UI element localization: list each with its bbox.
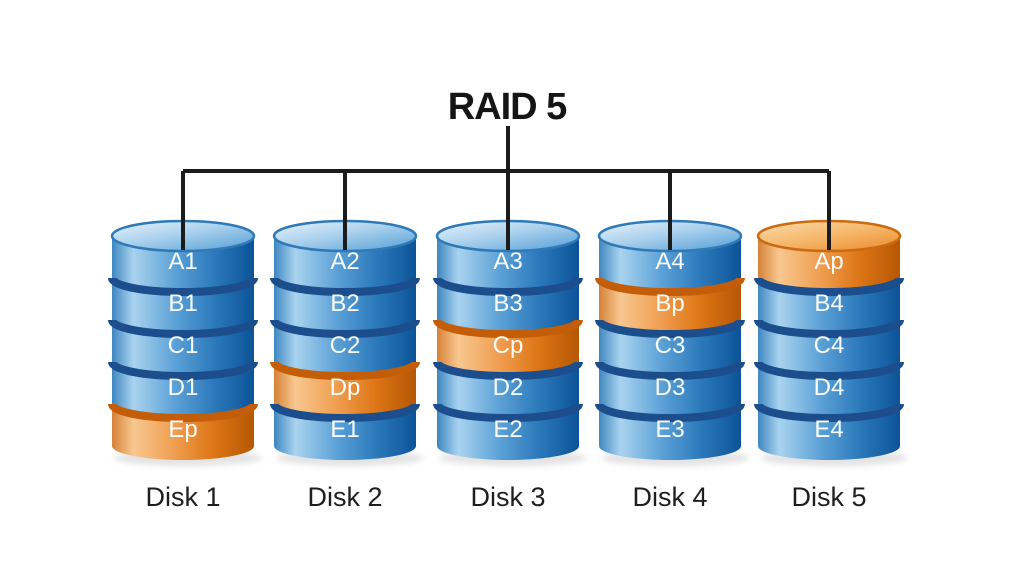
segment-label: E3 [655, 416, 684, 443]
segment-label: B3 [493, 290, 522, 317]
disk-4: A4 Bp C3 D3 E3 Disk 4 [595, 219, 749, 512]
disk-segment: C2 [270, 318, 420, 376]
segment-label: E4 [814, 416, 843, 443]
disk-5: Ap B4 C4 D4 E4 Disk 5 [754, 219, 908, 512]
disk-segment: C3 [595, 318, 745, 376]
segment-label: A3 [493, 248, 522, 275]
segment-groove [433, 360, 583, 380]
segment-groove [108, 276, 258, 296]
segment-groove [754, 276, 904, 296]
disk-segment: Dp [270, 360, 420, 418]
segment-groove [433, 402, 583, 422]
segment-label: Bp [655, 290, 684, 317]
segment-label: E1 [330, 416, 359, 443]
segment-groove [270, 318, 420, 338]
segment-groove [754, 318, 904, 338]
segment-label: Ap [814, 248, 843, 275]
page-title: RAID 5 [448, 86, 567, 128]
segment-label: D4 [814, 374, 845, 401]
segment-label: A2 [330, 248, 359, 275]
segment-groove [108, 318, 258, 338]
disk-label: Disk 3 [470, 482, 545, 512]
segment-label: C1 [168, 332, 199, 359]
disk-segment: Bp [595, 276, 745, 334]
disk-1: A1 B1 C1 D1 Ep Disk 1 [108, 219, 262, 512]
segment-label: D3 [655, 374, 686, 401]
disk-label: Disk 1 [145, 482, 220, 512]
segment-label: C3 [655, 332, 686, 359]
disk-segment: B4 [754, 276, 904, 334]
disk-segment: D3 [595, 360, 745, 418]
segment-groove [108, 402, 258, 422]
disk-segment: B3 [433, 276, 583, 334]
segment-label: C2 [330, 332, 361, 359]
segment-groove [595, 276, 745, 296]
disk-segment: E3 [595, 402, 745, 460]
disk-segment: B1 [108, 276, 258, 334]
disk-segment: E4 [754, 402, 904, 460]
disk-segment: D1 [108, 360, 258, 418]
segment-label: D2 [493, 374, 524, 401]
disk-segment: C1 [108, 318, 258, 376]
segment-groove [433, 318, 583, 338]
segment-groove [595, 402, 745, 422]
disk-segment: D4 [754, 360, 904, 418]
segment-label: D1 [168, 374, 199, 401]
segment-groove [595, 360, 745, 380]
segment-label: E2 [493, 416, 522, 443]
disk-segment: E1 [270, 402, 420, 460]
disk-segment: E2 [433, 402, 583, 460]
disk-segment: B2 [270, 276, 420, 334]
disk-label: Disk 4 [632, 482, 707, 512]
segment-groove [754, 402, 904, 422]
segment-label: B4 [814, 290, 843, 317]
segment-label: A4 [655, 248, 684, 275]
disk-segment: Cp [433, 318, 583, 376]
segment-label: A1 [168, 248, 197, 275]
segment-groove [270, 276, 420, 296]
disk-segment: D2 [433, 360, 583, 418]
segment-label: C4 [814, 332, 845, 359]
segment-label: B1 [168, 290, 197, 317]
segment-label: Dp [330, 374, 361, 401]
disk-label: Disk 2 [307, 482, 382, 512]
disk-segment: Ep [108, 402, 258, 460]
segment-label: Cp [493, 332, 524, 359]
segment-groove [270, 360, 420, 380]
disk-2: A2 B2 C2 Dp E1 Disk 2 [270, 219, 424, 512]
disk-label: Disk 5 [791, 482, 866, 512]
disk-3: A3 B3 Cp D2 E2 Disk 3 [433, 219, 587, 512]
disk-segment: C4 [754, 318, 904, 376]
segment-label: Ep [168, 416, 197, 443]
topology-connector-lines [181, 126, 831, 250]
segment-groove [108, 360, 258, 380]
segment-groove [754, 360, 904, 380]
segment-groove [595, 318, 745, 338]
segment-groove [270, 402, 420, 422]
segment-groove [433, 276, 583, 296]
segment-label: B2 [330, 290, 359, 317]
